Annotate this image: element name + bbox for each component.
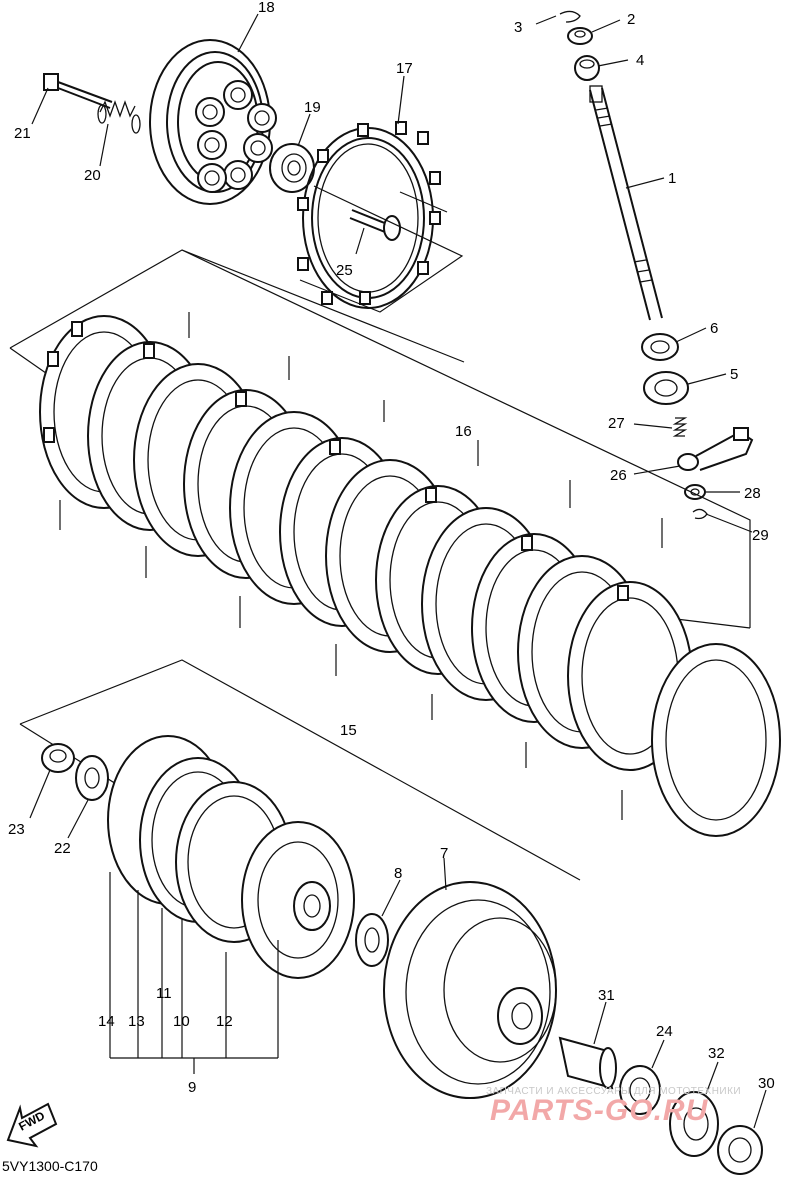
callout-labels: 1 2 3 4 5 6 7 8 9 10 11 12 13 14 15 16 1… [8,0,775,1096]
fwd-arrow-icon [6,1102,58,1148]
callout-10: 10 [173,1013,190,1030]
callout-30: 30 [758,1075,775,1092]
callout-15: 15 [340,722,357,739]
pressure-plate [149,39,277,205]
callout-16: 16 [455,423,472,440]
callout-22: 22 [54,840,71,857]
callout-2: 2 [627,11,635,28]
clutch-plate-stack [39,315,781,837]
circlip-3 [559,10,581,23]
circlip-29 [692,508,708,520]
watermark-line: ЗАПЧАСТИ И АКСЕССУАРЫ ДЛЯ МОТОТЕХНИКИ [486,1086,742,1097]
nut-23 [41,743,75,773]
primary-driven-gear-7 [383,881,557,1099]
callout-11: 11 [156,985,172,1002]
washer-8 [355,913,389,967]
assembly-bracket-9 [109,872,279,1074]
washer-22 [75,755,109,801]
friction-plate-17 [297,121,441,309]
callout-31: 31 [598,987,615,1004]
clutch-spring [97,100,141,134]
callout-20: 20 [84,167,101,184]
callout-3: 3 [514,19,522,36]
callout-24: 24 [656,1023,673,1040]
nut-4 [574,55,600,81]
spacer-31 [558,1036,617,1090]
callout-13: 13 [128,1013,145,1030]
callout-27: 27 [608,415,625,432]
callout-5: 5 [730,366,738,383]
callout-12: 12 [216,1013,233,1030]
clutch-boss-assembly [107,735,355,979]
callout-9: 9 [188,1079,196,1096]
callout-26: 26 [610,467,627,484]
washer-28 [684,484,706,500]
callout-25: 25 [336,262,353,279]
lever-26 [677,427,754,471]
spring-27 [672,417,688,437]
leader-lines [29,13,767,1129]
washer-2 [567,27,593,45]
callout-7: 7 [440,845,448,862]
callout-28: 28 [744,485,761,502]
callout-19: 19 [304,99,321,116]
callout-32: 32 [708,1045,725,1062]
needle-bearing-24 [619,1065,661,1115]
callout-17: 17 [396,60,413,77]
callout-6: 6 [710,320,718,337]
push-rod-25 [349,209,401,241]
callout-21: 21 [14,125,31,142]
callout-18: 18 [258,0,275,16]
callout-8: 8 [394,865,402,882]
clutch-spring-bolt [43,73,113,109]
thrust-washer-30 [717,1125,763,1175]
callout-29: 29 [752,527,769,544]
bearing-5 [643,371,689,405]
watermark-logo: PARTS-GO.RU [490,1094,709,1127]
callout-23: 23 [8,821,25,838]
callout-1: 1 [668,170,676,187]
callout-4: 4 [636,52,644,69]
gear-32 [669,1091,719,1157]
push-rod-shaft-1 [589,85,663,321]
callout-14: 14 [98,1013,115,1030]
diagram-code: 5VY1300-C170 [2,1158,98,1174]
bearing-6 [641,333,679,361]
